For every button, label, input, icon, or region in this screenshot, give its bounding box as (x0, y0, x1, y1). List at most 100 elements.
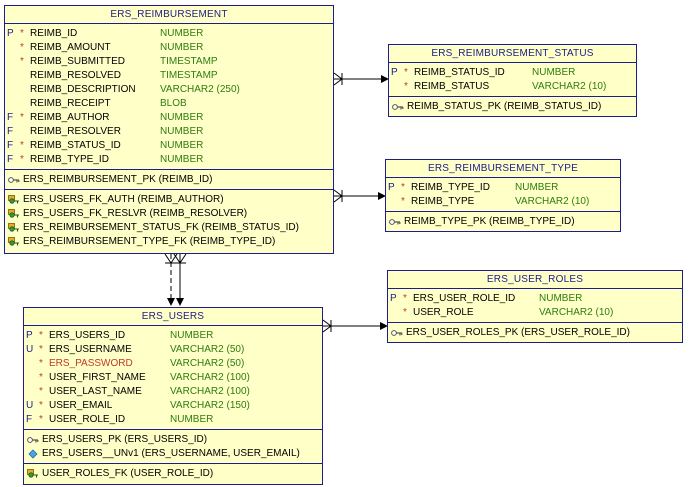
column-type: VARCHAR2 (50) (170, 344, 245, 355)
entity-title: ERS_REIMBURSEMENT_STATUS (389, 45, 636, 63)
mandatory-marker: * (20, 28, 24, 39)
column-row: * REIMB_TYPE VARCHAR2 (10) (386, 195, 620, 209)
mandatory-marker: * (401, 196, 405, 207)
column-key-flag: P (26, 330, 33, 341)
key-icon (392, 104, 404, 110)
mandatory-marker: * (401, 182, 405, 193)
column-type: NUMBER (532, 67, 576, 78)
primary-key-row: REIMB_STATUS_PK (REIMB_STATUS_ID) (389, 100, 636, 114)
column-type: NUMBER (170, 330, 214, 341)
column-key-flag: F (7, 126, 14, 137)
column-type: VARCHAR2 (100) (170, 372, 250, 383)
key-icon (8, 177, 20, 183)
fk-key-icon (8, 237, 19, 246)
fk-key-icon (8, 209, 19, 218)
relationship-users-roles (322, 319, 388, 333)
key-label: REIMB_TYPE_PK (REIMB_TYPE_ID) (404, 216, 575, 227)
foreign-key-list: ERS_USERS_FK_AUTH (REIMB_AUTHOR) ERS_USER… (5, 190, 333, 251)
column-type: NUMBER (160, 112, 204, 123)
column-type: TIMESTAMP (160, 56, 218, 67)
fk-key-icon (27, 469, 38, 478)
foreign-key-row: ERS_REIMBURSEMENT_TYPE_FK (REIMB_TYPE_ID… (5, 235, 333, 249)
column-type: NUMBER (160, 126, 204, 137)
column-name: REIMB_TYPE (411, 196, 475, 207)
column-name: REIMB_SUBMITTED (30, 56, 126, 67)
column-key-flag: F (7, 154, 14, 165)
column-name: USER_ROLE_ID (49, 414, 126, 425)
column-name: REIMB_STATUS_ID (30, 140, 121, 151)
column-name: ERS_USER_ROLE_ID (413, 293, 516, 304)
column-name: REIMB_RESOLVER (30, 126, 121, 137)
mandatory-marker: * (403, 307, 407, 318)
column-type: VARCHAR2 (150) (170, 400, 250, 411)
column-key-flag: P (390, 293, 397, 304)
primary-key-list: REIMB_STATUS_PK (REIMB_STATUS_ID) (389, 97, 636, 116)
column-type: NUMBER (515, 182, 559, 193)
mandatory-marker: * (39, 358, 43, 369)
column-type: VARCHAR2 (10) (515, 196, 590, 207)
column-type: NUMBER (160, 140, 204, 151)
column-key-flag: P (7, 28, 14, 39)
key-label: ERS_USERS__UNv1 (ERS_USERNAME, USER_EMAI… (42, 448, 300, 459)
column-row: F REIMB_RESOLVER NUMBER (5, 125, 333, 139)
entity-ers-reimbursement-status[interactable]: ERS_REIMBURSEMENT_STATUS P*REIMB_STATUS_… (388, 44, 637, 117)
key-label: ERS_USERS_FK_AUTH (REIMB_AUTHOR) (23, 194, 224, 205)
foreign-key-row: ERS_USERS_FK_RESLVR (REIMB_RESOLVER) (5, 207, 333, 221)
relationship-reimbursement-status (333, 72, 389, 86)
primary-key-list: ERS_USER_ROLES_PK (ERS_USER_ROLE_ID) (388, 323, 682, 342)
column-type: TIMESTAMP (160, 70, 218, 81)
column-name: REIMB_AUTHOR (30, 112, 110, 123)
primary-key-list: ERS_USERS_PK (ERS_USERS_ID) ERS_USERS__UN… (24, 430, 322, 464)
column-key-flag: F (7, 112, 14, 123)
mandatory-marker: * (39, 386, 43, 397)
primary-key-list: ERS_REIMBURSEMENT_PK (REIMB_ID) (5, 170, 333, 190)
entity-title: ERS_USER_ROLES (388, 271, 682, 289)
column-name: REIMB_STATUS_ID (414, 67, 505, 78)
key-label: ERS_REIMBURSEMENT_TYPE_FK (REIMB_TYPE_ID… (23, 236, 276, 247)
key-icon (27, 437, 39, 443)
key-label: ERS_REIMBURSEMENT_PK (REIMB_ID) (23, 174, 213, 185)
foreign-key-row: ERS_USERS_FK_AUTH (REIMB_AUTHOR) (5, 193, 333, 207)
column-name: USER_FIRST_NAME (49, 372, 146, 383)
foreign-key-list: USER_ROLES_FK (USER_ROLE_ID) (24, 464, 322, 483)
column-name: REIMB_AMOUNT (30, 42, 111, 53)
mandatory-marker: * (39, 344, 43, 355)
relationship-reimbursement-users (164, 253, 187, 306)
column-type: NUMBER (160, 28, 204, 39)
column-type: VARCHAR2 (250) (160, 84, 240, 95)
relationship-reimbursement-type (333, 189, 386, 203)
fk-key-icon (8, 223, 19, 232)
column-name: ERS_PASSWORD (49, 358, 133, 369)
primary-key-row: ERS_REIMBURSEMENT_PK (REIMB_ID) (5, 173, 333, 187)
entity-title: ERS_USERS (24, 308, 322, 326)
primary-key-row: ERS_USER_ROLES_PK (ERS_USER_ROLE_ID) (388, 326, 682, 340)
column-type: BLOB (160, 98, 187, 109)
column-name: REIMB_DESCRIPTION (30, 84, 136, 95)
key-label: USER_ROLES_FK (USER_ROLE_ID) (42, 468, 214, 479)
column-type: VARCHAR2 (100) (170, 386, 250, 397)
mandatory-marker: * (20, 140, 24, 151)
mandatory-marker: * (20, 42, 24, 53)
column-name: REIMB_TYPE_ID (30, 154, 109, 165)
column-key-flag: F (26, 414, 33, 425)
column-key-flag: U (26, 344, 34, 355)
column-type: VARCHAR2 (10) (532, 81, 607, 92)
key-label: ERS_USERS_PK (ERS_USERS_ID) (42, 434, 208, 445)
